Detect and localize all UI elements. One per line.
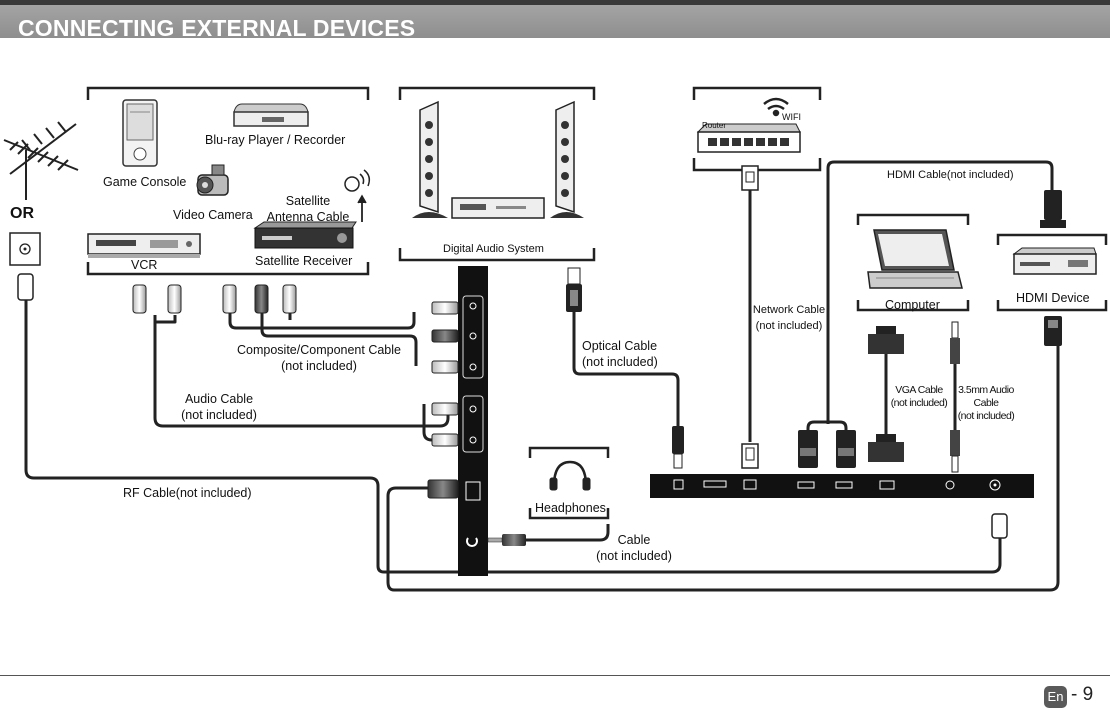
optical-cable-line bbox=[572, 312, 680, 426]
satellite-antenna-cable-label: Satellite Antenna Cable bbox=[266, 194, 350, 224]
video-camera-icon bbox=[196, 164, 229, 196]
audio-cable-line-2 bbox=[155, 315, 177, 324]
router-icon bbox=[696, 123, 801, 153]
router-label: Router bbox=[702, 121, 727, 130]
vga-plugs bbox=[868, 326, 904, 462]
connection-diagram bbox=[3, 86, 1108, 592]
rf-cable bbox=[24, 298, 1002, 574]
rf-cable-label: RF Cable(not included) bbox=[123, 486, 252, 500]
headphone-cable-line bbox=[526, 524, 610, 542]
audio35-cable-label: 3.5mm Audio Cable (not included) bbox=[957, 384, 1015, 422]
wifi-icon bbox=[763, 97, 789, 117]
bluray-player-icon bbox=[233, 103, 309, 127]
footer-divider bbox=[0, 675, 1110, 676]
game-console-label: Game Console bbox=[103, 175, 187, 189]
side-panel-plugs bbox=[427, 301, 1008, 546]
audio35-plugs bbox=[950, 321, 960, 473]
game-console-icon bbox=[122, 99, 158, 167]
vga-cable-label: VGA Cable (not included) bbox=[890, 384, 948, 409]
page-number: - 9 bbox=[1071, 684, 1094, 705]
audio-cable-label: Audio Cable (not included) bbox=[181, 392, 257, 422]
headphones-icon bbox=[528, 446, 610, 520]
hdmi-device-icon bbox=[1012, 247, 1097, 275]
language-badge: En bbox=[1044, 686, 1067, 708]
or-label: OR bbox=[10, 205, 34, 222]
vcr-icon bbox=[87, 233, 201, 258]
network-plugs bbox=[741, 165, 759, 469]
digital-audio-system-label: Digital Audio System bbox=[443, 243, 544, 255]
optical-plug-top bbox=[566, 267, 582, 312]
rf-plug-left bbox=[17, 273, 34, 301]
video-camera-label: Video Camera bbox=[173, 208, 253, 222]
hdmi-cable-line bbox=[826, 160, 1054, 424]
composite-cable-line bbox=[228, 312, 416, 330]
device-group-bracket-hdmi bbox=[996, 233, 1108, 312]
wifi-label: WIFI bbox=[782, 112, 801, 122]
cables bbox=[24, 160, 1060, 592]
wall-outlet-icon bbox=[9, 232, 41, 266]
tv-bottom-panel bbox=[650, 474, 1034, 498]
digital-audio-system-icon bbox=[412, 100, 584, 219]
page-title: CONNECTING EXTERNAL DEVICES bbox=[18, 15, 416, 41]
hdmi-device-cable-line bbox=[386, 345, 1060, 592]
bluray-label: Blu-ray Player / Recorder bbox=[205, 133, 346, 147]
hdmi-plugs bbox=[798, 190, 1066, 468]
antenna-icon bbox=[3, 121, 79, 200]
rca-plugs-devices bbox=[132, 284, 297, 314]
device-group-bracket-computer bbox=[856, 213, 970, 312]
headphone-cable-label: Cable (not included) bbox=[596, 533, 672, 563]
hdmi-cable-label: HDMI Cable(not included) bbox=[887, 169, 1014, 181]
top-rule bbox=[0, 0, 1110, 5]
audio-cable-line bbox=[153, 315, 450, 428]
composite-cable-label: Composite/Component Cable (not included) bbox=[237, 343, 401, 373]
hdmi-device-label: HDMI Device bbox=[1016, 291, 1090, 305]
section-header: CONNECTING EXTERNAL DEVICES bbox=[0, 5, 1110, 41]
vcr-label: VCR bbox=[131, 258, 158, 272]
optical-cable-label: Optical Cable (not included) bbox=[582, 339, 658, 369]
device-group-bracket-left bbox=[86, 86, 370, 276]
tv-side-panel bbox=[458, 266, 488, 576]
computer-label: Computer bbox=[885, 298, 940, 312]
satellite-dish-icon bbox=[344, 169, 371, 222]
laptop-icon bbox=[867, 229, 963, 289]
network-cable-label: Network Cable (not included) bbox=[752, 304, 826, 332]
headphones-label: Headphones bbox=[535, 501, 606, 515]
satellite-receiver-label: Satellite Receiver bbox=[255, 254, 353, 268]
satellite-receiver-icon bbox=[253, 221, 357, 249]
device-group-bracket-audio bbox=[398, 86, 596, 262]
